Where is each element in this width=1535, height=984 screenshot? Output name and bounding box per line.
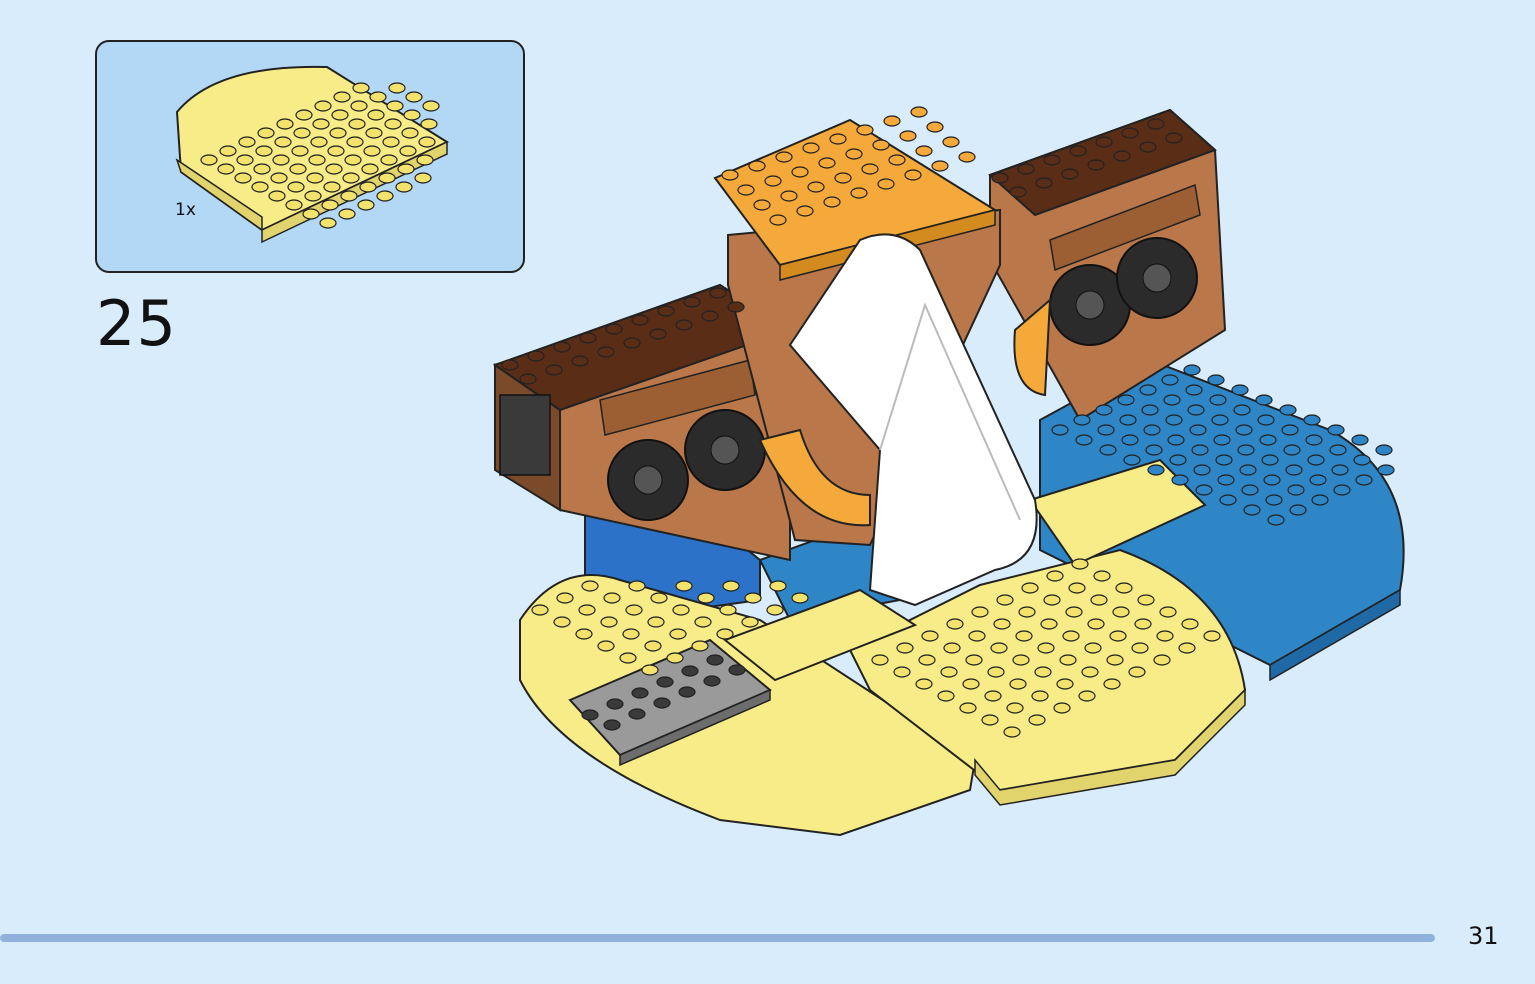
yellow-round-plate-icon (175, 65, 450, 244)
part-quantity: 1x (175, 200, 196, 220)
model-illustration (492, 106, 1405, 837)
step-number: 25 (96, 287, 177, 360)
page-number: 31 (1468, 922, 1499, 950)
parts-callout: 1x (95, 40, 525, 273)
progress-bar (0, 934, 1435, 942)
progress-fill (0, 934, 1435, 942)
